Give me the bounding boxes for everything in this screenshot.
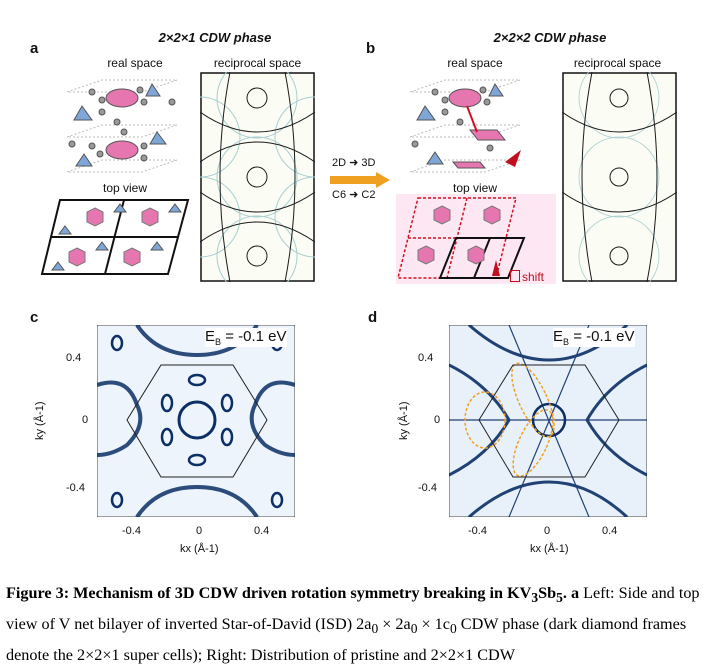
c-ytick-top: 0.4 xyxy=(66,352,82,364)
arrow-2d: 2D xyxy=(332,157,347,169)
c-xtick-left: -0.4 xyxy=(122,525,141,537)
panel-c-arpes-map xyxy=(97,325,295,517)
d-xtick-mid: 0 xyxy=(544,525,551,537)
arrow-c2: C2 xyxy=(361,189,376,201)
c-xtick-mid: 0 xyxy=(196,525,203,537)
d-ytick-bot: -0.4 xyxy=(418,482,437,494)
d-ytick-top: 0.4 xyxy=(418,352,434,364)
shift-text: shift xyxy=(522,270,545,284)
panel-d-eb: EB = -0.1 eV xyxy=(553,328,635,347)
panel-d-arpes-map xyxy=(449,325,647,517)
caption-body-2: × 2a xyxy=(378,615,411,634)
d-xlabel: kx (Å-1) xyxy=(530,543,569,555)
panel-b-top-view-label: top view xyxy=(452,181,498,195)
caption-sb: Sb xyxy=(538,584,557,602)
panel-b-title: 2×2×2 CDW phase xyxy=(493,30,607,45)
panel-d-letter: d xyxy=(368,309,378,326)
arrow-c6: C6 xyxy=(332,189,347,201)
panel-a-recip-label: reciprocal space xyxy=(213,56,302,70)
eb-symbol-d: E xyxy=(553,328,564,345)
panel-a-reciprocal xyxy=(200,72,315,282)
transition-arrow-icon xyxy=(330,172,390,188)
caption-sub-5: 5 xyxy=(556,590,563,606)
caption-head: Figure 3: Mechanism of 3D CDW driven rot… xyxy=(6,584,580,606)
panel-c-eb: EB = -0.1 eV xyxy=(205,328,287,347)
shift-symbol-icon xyxy=(510,270,520,282)
c-ytick-bot: -0.4 xyxy=(66,482,85,494)
panel-a-letter: a xyxy=(30,40,39,57)
caption-head-end: . a xyxy=(562,584,580,602)
eb-value: = -0.1 eV xyxy=(221,328,287,345)
caption-sub0-b: 0 xyxy=(410,621,418,637)
d-ylabel: ky (Å-1) xyxy=(398,401,410,441)
eb-value-d: = -0.1 eV xyxy=(569,328,635,345)
panel-c-letter: c xyxy=(30,309,39,326)
panel-b-recip-label: reciprocal space xyxy=(573,56,662,70)
d-ytick-mid: 0 xyxy=(434,414,441,426)
panel-b-top-view xyxy=(396,194,556,284)
caption-sub-3: 3 xyxy=(531,590,539,606)
caption-sub0-a: 0 xyxy=(371,621,379,637)
panel-a-top-view-label: top view xyxy=(102,181,148,195)
c-xlabel: kx (Å-1) xyxy=(180,543,219,555)
eb-symbol: E xyxy=(205,328,216,345)
panel-b-reciprocal xyxy=(562,72,677,282)
panel-a-real-label: real space xyxy=(107,56,163,70)
c-xtick-right: 0.4 xyxy=(254,525,270,537)
arrow-line1: 2D ➜ 3D xyxy=(332,157,376,169)
panel-b-letter: b xyxy=(366,40,376,57)
panel-a-title: 2×2×1 CDW phase xyxy=(158,30,272,45)
c-ytick-mid: 0 xyxy=(82,414,89,426)
panel-b-side-view xyxy=(409,79,521,173)
panel-a-side-view xyxy=(66,79,178,173)
caption-head-text: Figure 3: Mechanism of 3D CDW driven rot… xyxy=(6,584,532,602)
panel-a-top-view xyxy=(40,199,190,275)
d-xtick-right: 0.4 xyxy=(602,525,618,537)
shift-label: shift xyxy=(510,270,544,284)
eb-subscript-d: B xyxy=(563,337,570,347)
eb-subscript: B xyxy=(215,337,222,347)
panel-b-real-label: real space xyxy=(447,56,503,70)
arrow-3d: 3D xyxy=(361,157,376,169)
caption-body-4: CDW phase (dark diamond frames denote th… xyxy=(6,615,687,665)
c-ylabel: ky (Å-1) xyxy=(34,401,46,441)
d-xtick-left: -0.4 xyxy=(468,525,487,537)
arrow-line2: C6 ➜ C2 xyxy=(332,189,376,201)
figure-caption: Figure 3: Mechanism of 3D CDW driven rot… xyxy=(6,580,714,669)
caption-body-3: × 1c xyxy=(417,615,450,634)
caption-sub0-c: 0 xyxy=(449,621,457,637)
caption-body-1: Left: Side and top view of V net bilayer… xyxy=(6,584,700,634)
